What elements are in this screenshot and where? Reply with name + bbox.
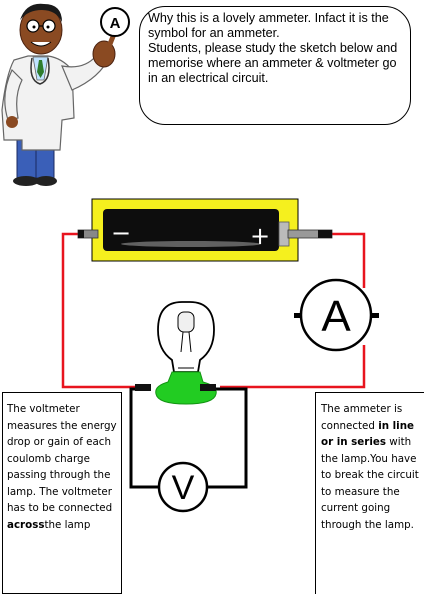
voltmeter-note-emphasis: across [7, 518, 45, 531]
speech-line-2: Students, please study the sketch below … [148, 41, 398, 85]
ammeter: A [294, 278, 379, 352]
voltmeter-note: The voltmeter measures the energy drop o… [2, 392, 122, 594]
ammeter-badge-label: A [110, 15, 121, 32]
ammeter-symbol-label: A [321, 292, 351, 341]
speech-bubble: Why this is a lovely ammeter. Infact it … [139, 6, 411, 125]
battery-plus-label: + [250, 222, 270, 250]
lamp [135, 301, 217, 405]
ammeter-note-emphasis: in line or in series [321, 419, 415, 449]
voltmeter-symbol-label: V [172, 469, 195, 507]
speech-line-1: Why this is a lovely ammeter. Infact it … [148, 11, 389, 40]
voltmeter: V [157, 461, 209, 513]
voltmeter-note-tail: the lamp [44, 518, 91, 531]
battery: − + [77, 198, 333, 262]
ammeter-note: The ammeter is connected in line or in s… [315, 392, 424, 594]
ammeter-note-tail: with the lamp.You have to break the circ… [321, 436, 419, 531]
battery-minus-label: − [111, 219, 131, 247]
doctor-illustration [1, 3, 117, 186]
voltmeter-note-text: The voltmeter measures the energy drop o… [7, 403, 117, 514]
ammeter-note-text: The ammeter is connected [321, 403, 403, 432]
ammeter-badge: A [100, 7, 130, 37]
